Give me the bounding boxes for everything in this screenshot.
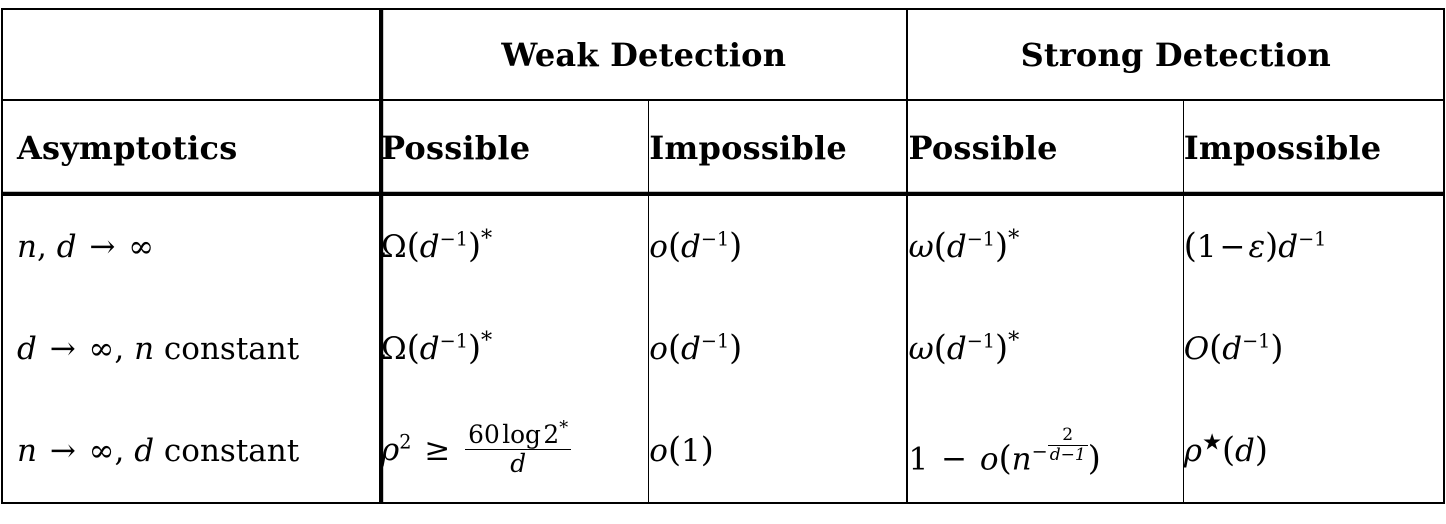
math-little-o-1: o(1) <box>649 430 714 469</box>
cell-weak-possible-row2: Ω(d−1)* <box>379 298 650 400</box>
column-header-weak-possible: Possible <box>379 100 650 196</box>
cell-strong-possible-row2: ω(d−1)* <box>906 298 1184 400</box>
cell-weak-impossible-row1: o(d−1) <box>648 195 908 298</box>
cell-weak-impossible-row2: o(d−1) <box>648 298 908 400</box>
math-omega-d-inv-star: Ω(d−1)* <box>381 225 493 265</box>
column-header-row: Asymptotics Possible Impossible Possible… <box>0 100 1445 196</box>
cell-weak-possible-row1: Ω(d−1)* <box>379 195 650 298</box>
math-one-minus-eps-d-inv: (1−ε)d−1 <box>1183 226 1327 265</box>
math-little-o-d-inv: o(d−1) <box>649 226 743 265</box>
cell-asymptotics-row3: n → ∞, d constant <box>0 400 381 504</box>
table-row: d → ∞, n constant Ω(d−1)* o(d−1) ω(d−1)*… <box>0 298 1445 400</box>
column-header-asymptotics: Asymptotics <box>0 100 381 196</box>
column-header-weak-impossible: Impossible <box>648 100 908 196</box>
table-row: n, d → ∞ Ω(d−1)* o(d−1) ω(d−1)* (1−ε)d−1 <box>0 195 1445 298</box>
group-header-weak-detection: Weak Detection <box>379 8 908 101</box>
math-little-o-d-inv: o(d−1) <box>649 328 743 367</box>
math-omega-lower-d-inv-star: ω(d−1)* <box>908 327 1020 367</box>
cell-strong-possible-row1: ω(d−1)* <box>906 195 1184 298</box>
cell-asymptotics-row2: d → ∞, n constant <box>0 298 381 400</box>
math-big-o-d-inv: O(d−1) <box>1183 328 1284 367</box>
math-rho-sq-geq-60log2-over-d: ρ2 ≥ 60 log 2*d <box>381 419 573 480</box>
cell-strong-impossible-row1: (1−ε)d−1 <box>1183 195 1445 298</box>
cell-strong-impossible-row3: ρ★(d) <box>1183 400 1445 504</box>
math-omega-lower-d-inv-star: ω(d−1)* <box>908 225 1020 265</box>
results-table: Weak Detection Strong Detection Asymptot… <box>0 8 1445 504</box>
column-header-strong-possible: Possible <box>906 100 1184 196</box>
math-n-d-to-infinity: n, d → ∞ <box>17 229 155 265</box>
cell-asymptotics-row1: n, d → ∞ <box>0 195 381 298</box>
results-table-container: Weak Detection Strong Detection Asymptot… <box>0 8 1446 524</box>
math-d-to-inf-n-constant: d → ∞, n constant <box>17 331 300 367</box>
math-rho-star-of-d: ρ★(d) <box>1183 429 1268 469</box>
cell-strong-impossible-row2: O(d−1) <box>1183 298 1445 400</box>
table-row: n → ∞, d constant ρ2 ≥ 60 log 2*d o(1) 1… <box>0 400 1445 504</box>
group-header-row: Weak Detection Strong Detection <box>0 8 1445 101</box>
column-header-strong-impossible: Impossible <box>1183 100 1445 196</box>
math-n-to-inf-d-constant: n → ∞, d constant <box>17 433 300 469</box>
cell-weak-impossible-row3: o(1) <box>648 400 908 504</box>
header-corner-blank <box>0 8 381 101</box>
math-omega-d-inv-star: Ω(d−1)* <box>381 327 493 367</box>
group-header-strong-detection: Strong Detection <box>906 8 1445 101</box>
cell-weak-possible-row3: ρ2 ≥ 60 log 2*d <box>379 400 650 504</box>
